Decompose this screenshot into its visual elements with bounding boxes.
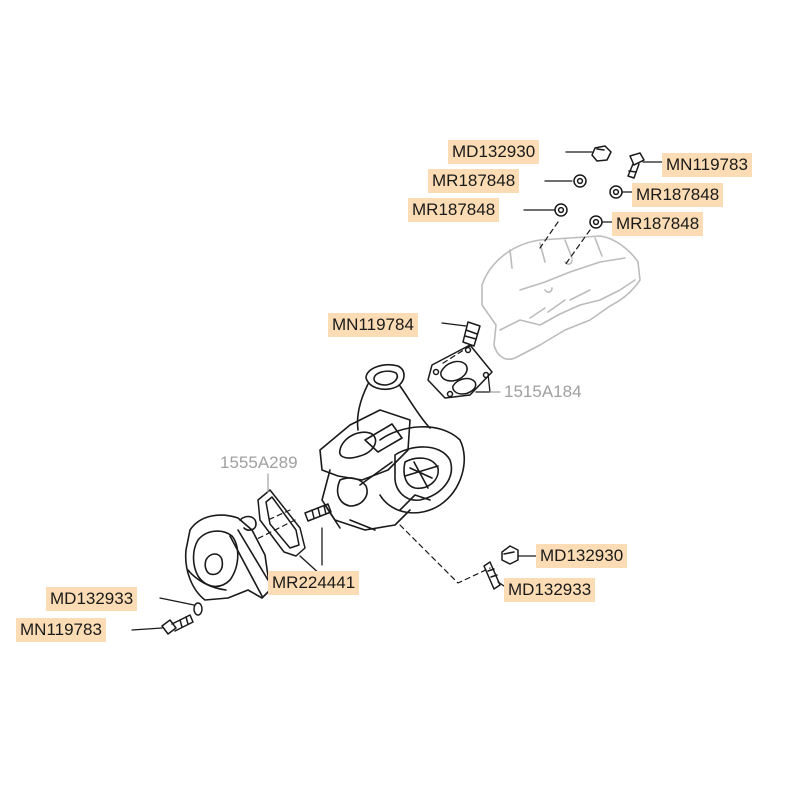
washer-mr187848-b (609, 185, 623, 199)
part-label-mr224441: MR224441 (268, 571, 360, 595)
bolt-mn119783-top (627, 152, 645, 179)
washer-mr187848-d (589, 215, 603, 229)
part-label-mn119783-top: MN119783 (662, 153, 752, 177)
nut-md132930-bottom (501, 545, 519, 565)
washer-mr187848-c (554, 203, 568, 217)
stud-md132933-right (483, 561, 501, 590)
part-label-mr187848-lower-left: MR187848 (408, 198, 500, 222)
stud-mn119784 (462, 321, 481, 347)
part-label-mr187848-upper-left: MR187848 (428, 169, 520, 193)
bolt-mn119783-bottom (161, 614, 194, 635)
part-label-md132930-top: MD132930 (448, 140, 540, 164)
part-label-1515a184: 1515A184 (504, 382, 582, 401)
gasket-ring-md132933-left (193, 602, 203, 616)
washer-mr187848-a (573, 174, 587, 188)
gasket-1555a289 (257, 489, 306, 557)
part-label-1555a289: 1555A289 (220, 453, 298, 472)
part-label-mr187848-upper-right: MR187848 (632, 183, 724, 207)
part-label-mn119784: MN119784 (328, 313, 418, 337)
stud-mr224441 (304, 503, 332, 522)
part-label-md132933-left: MD132933 (46, 587, 138, 611)
part-label-mn119783-bottom: MN119783 (16, 618, 106, 642)
leader-lines-faded (267, 391, 501, 493)
exhaust-manifold (481, 235, 641, 361)
part-label-mr187848-lower-right: MR187848 (612, 212, 704, 236)
nut-md132930-top (591, 145, 612, 162)
part-label-md132933-right: MD132933 (504, 578, 596, 602)
outlet-elbow (184, 514, 271, 601)
dashed-guides (254, 221, 591, 584)
turbocharger (319, 363, 465, 531)
part-label-md132930-bottom: MD132930 (536, 544, 628, 568)
